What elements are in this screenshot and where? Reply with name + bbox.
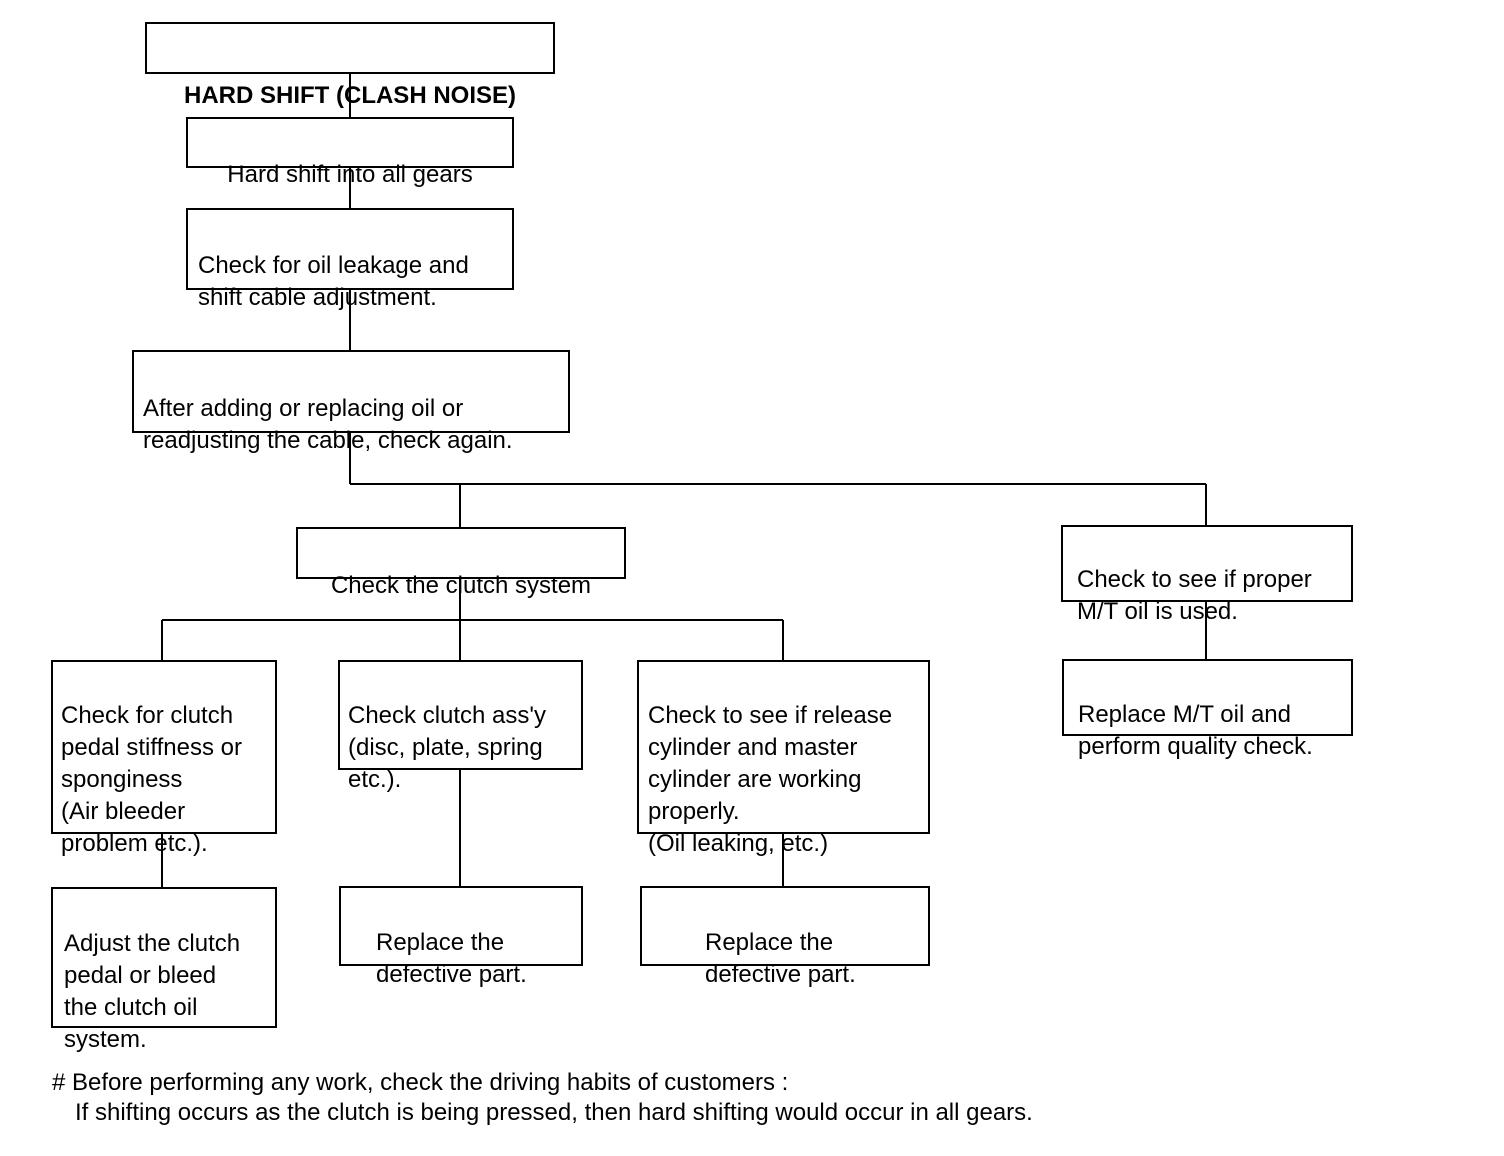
node-hard-shift-all-gears: Hard shift into all gears bbox=[186, 117, 514, 188]
node-check-release-cylinder: Check to see if release cylinder and mas… bbox=[637, 660, 930, 857]
footnote-line-1: # Before performing any work, check the … bbox=[52, 1069, 789, 1096]
node-text: Check for oil leakage and shift cable ad… bbox=[198, 252, 469, 311]
node-check-clutch-assy: Check clutch ass'y (disc, plate, spring … bbox=[338, 660, 583, 793]
node-adjust-clutch-pedal: Adjust the clutch pedal or bleed the clu… bbox=[51, 887, 277, 1053]
flowchart-title-text: HARD SHIFT (CLASH NOISE) bbox=[184, 82, 516, 109]
node-text: Replace M/T oil and perform quality chec… bbox=[1078, 701, 1313, 760]
node-replace-mt-oil: Replace M/T oil and perform quality chec… bbox=[1062, 659, 1353, 760]
node-text: Adjust the clutch pedal or bleed the clu… bbox=[64, 930, 241, 1053]
footnote: # Before performing any work, check the … bbox=[52, 1068, 1033, 1128]
node-check-oil-leakage: Check for oil leakage and shift cable ad… bbox=[186, 208, 514, 311]
flowchart-title: HARD SHIFT (CLASH NOISE) bbox=[145, 22, 555, 109]
node-text: Replace the defective part. bbox=[376, 929, 527, 988]
node-check-clutch-system: Check the clutch system bbox=[296, 527, 626, 599]
node-text: Check to see if proper M/T oil is used. bbox=[1077, 566, 1312, 625]
node-text: Hard shift into all gears bbox=[227, 161, 473, 188]
node-replace-defective-part-assy: Replace the defective part. bbox=[339, 886, 583, 988]
footnote-line-2: If shifting occurs as the clutch is bein… bbox=[75, 1099, 1033, 1126]
node-text: After adding or replacing oil or readjus… bbox=[143, 395, 513, 454]
node-text: Check for clutch pedal stiffness or spon… bbox=[61, 702, 242, 857]
node-check-pedal-stiffness: Check for clutch pedal stiffness or spon… bbox=[51, 660, 277, 857]
node-replace-defective-part-cylinder: Replace the defective part. bbox=[640, 886, 930, 988]
node-check-proper-oil: Check to see if proper M/T oil is used. bbox=[1061, 525, 1353, 625]
node-text: Check the clutch system bbox=[330, 572, 592, 599]
node-text: Check clutch ass'y (disc, plate, spring … bbox=[348, 702, 546, 793]
node-after-adding-oil: After adding or replacing oil or readjus… bbox=[132, 350, 570, 454]
node-text: Check to see if release cylinder and mas… bbox=[648, 702, 893, 857]
node-text: Replace the defective part. bbox=[705, 929, 856, 988]
